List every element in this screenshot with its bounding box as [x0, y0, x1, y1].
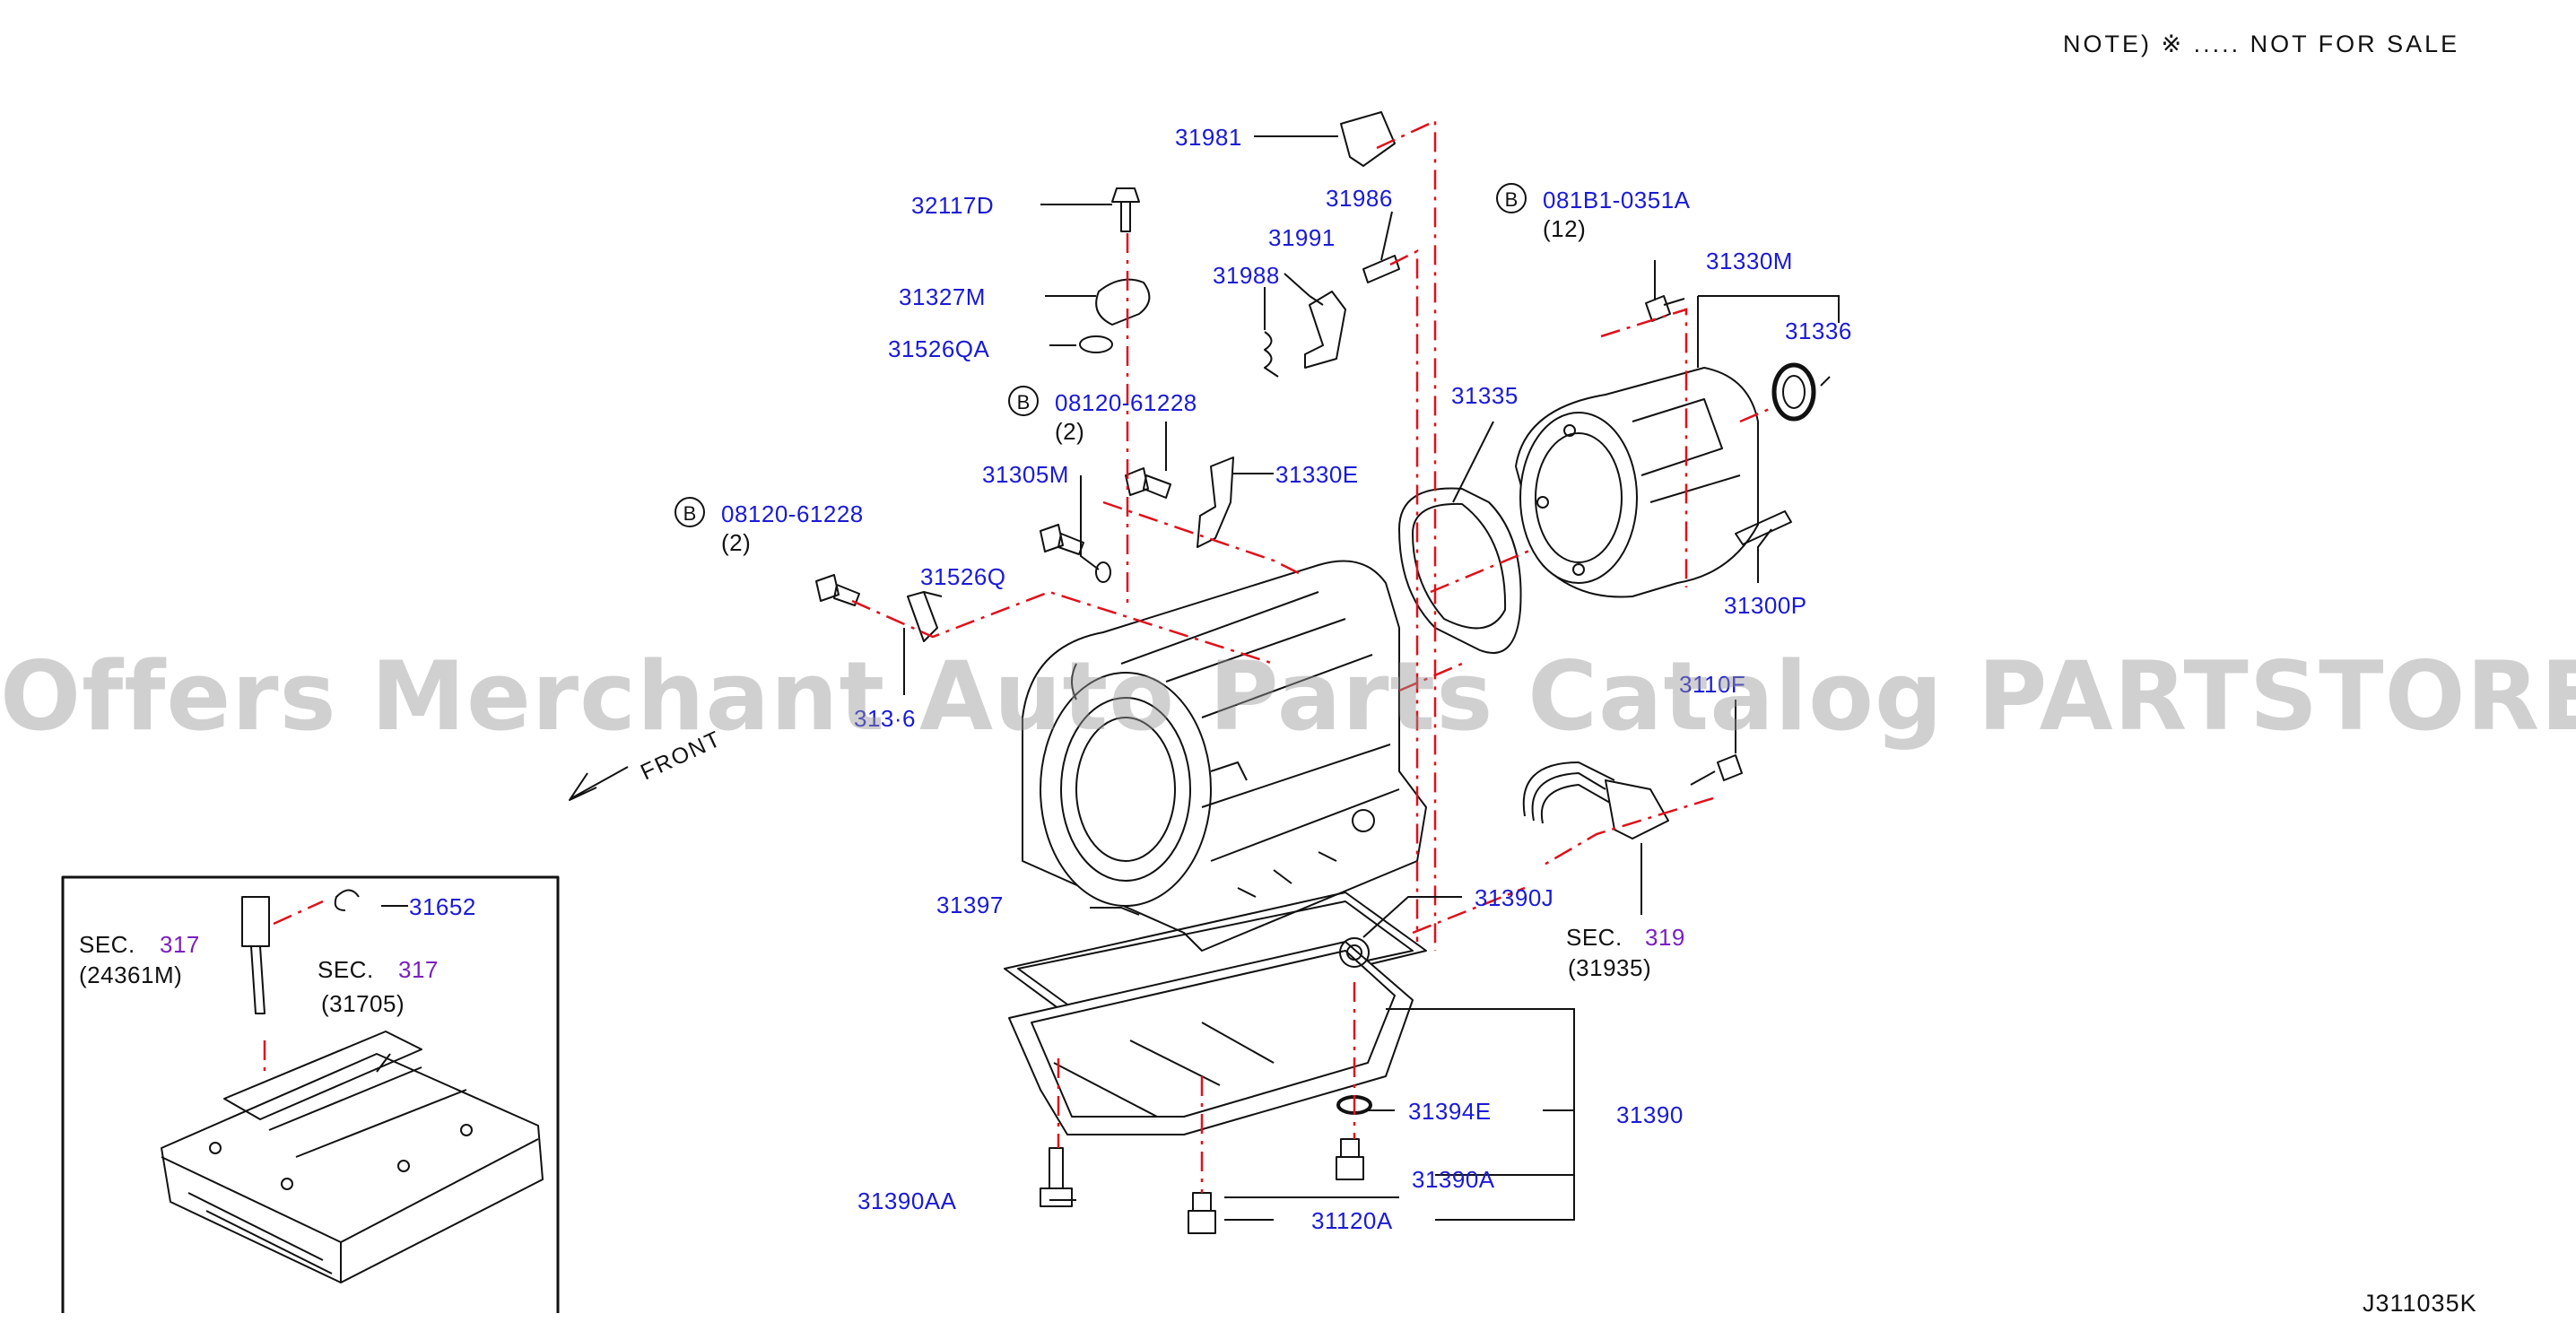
pin-drawing	[1735, 510, 1792, 545]
inset-frame	[61, 875, 560, 1313]
figure-code: J311035K	[2363, 1290, 2477, 1317]
part-label-31991[interactable]: 31991	[1268, 224, 1336, 251]
clip-31652	[334, 889, 360, 911]
bolts-drawing	[815, 187, 1743, 1234]
shift-part-31981	[1340, 111, 1396, 167]
oil-pan-drawing	[1008, 937, 1414, 1135]
part-label-31390AA[interactable]: 31390AA	[857, 1187, 957, 1214]
part-label-31305M[interactable]: 31305M	[982, 461, 1069, 488]
part-label-31986[interactable]: 31986	[1326, 185, 1393, 212]
sec-317-ref-a: (24361M)	[79, 961, 183, 988]
part-label-31336[interactable]: 31336	[1785, 318, 1852, 344]
sec-317-ref-b: (31705)	[321, 990, 405, 1017]
qty-upper: (2)	[1055, 418, 1085, 445]
part-label-31330M[interactable]: 31330M	[1706, 248, 1793, 274]
bolt-marker-b-3: B	[1496, 183, 1527, 213]
seal-drawing	[1771, 362, 1816, 422]
spring-31988	[1264, 331, 1279, 378]
part-label-08120-61228-lower[interactable]: 08120-61228	[721, 500, 864, 527]
part-label-32117D[interactable]: 32117D	[911, 192, 995, 219]
not-for-sale-note: NOTE) ※ ..... NOT FOR SALE	[2063, 30, 2460, 57]
part-label-31390[interactable]: 31390	[1616, 1101, 1684, 1128]
harness-drawing	[1522, 761, 1615, 824]
pin-31986	[1362, 255, 1400, 283]
part-label-081B1-0351A[interactable]: 081B1-0351A	[1543, 187, 1691, 213]
bolt-marker-b-1: B	[1008, 386, 1039, 416]
part-label-31988[interactable]: 31988	[1213, 262, 1280, 289]
part-label-3110F[interactable]: 3110F	[1679, 671, 1746, 698]
part-label-31394E[interactable]: 31394E	[1408, 1098, 1492, 1125]
part-label-31526QA[interactable]: 31526QA	[888, 335, 990, 362]
watermark: Offers Merchant Auto Parts Catalog PARTS…	[0, 641, 2576, 752]
part-label-31335[interactable]: 31335	[1451, 382, 1519, 409]
part-label-31397[interactable]: 31397	[936, 892, 1004, 918]
sec-317-link-a[interactable]: 317	[160, 931, 200, 958]
transmission-case-drawing	[1022, 560, 1427, 952]
front-arrow	[569, 766, 629, 801]
extension-housing-drawing	[1515, 367, 1759, 598]
qty-081B1: (12)	[1543, 215, 1587, 242]
bolt-marker-b-2: B	[674, 497, 705, 527]
sec-317-word-a: SEC.	[79, 931, 135, 958]
part-label-08120-61228-upper[interactable]: 08120-61228	[1055, 389, 1197, 416]
part-label-31390A[interactable]: 31390A	[1412, 1166, 1495, 1193]
part-label-31300P[interactable]: 31300P	[1724, 592, 1807, 619]
valve-body-drawing	[161, 896, 544, 1283]
sec-319-word: SEC.	[1566, 924, 1623, 951]
qty-lower: (2)	[721, 529, 752, 556]
sec-317-word-b: SEC.	[318, 956, 374, 983]
sec-317-link-b[interactable]: 317	[398, 956, 439, 983]
part-label-31652[interactable]: 31652	[409, 893, 476, 920]
sec-319-ref: (31935)	[1568, 954, 1652, 981]
part-label-31390J[interactable]: 31390J	[1475, 884, 1554, 911]
part-label-31316[interactable]: 313·6	[854, 705, 916, 732]
plug-31327M	[1095, 278, 1151, 326]
sec-319-link[interactable]: 319	[1645, 924, 1685, 951]
part-label-31981[interactable]: 31981	[1175, 124, 1242, 151]
lever-31991	[1304, 291, 1346, 369]
part-label-31327M[interactable]: 31327M	[899, 283, 986, 310]
rear-gasket-drawing	[1398, 487, 1522, 654]
part-label-31330E[interactable]: 31330E	[1275, 461, 1359, 488]
part-label-31120A[interactable]: 31120A	[1311, 1207, 1393, 1234]
part-label-31526Q[interactable]: 31526Q	[920, 563, 1006, 590]
